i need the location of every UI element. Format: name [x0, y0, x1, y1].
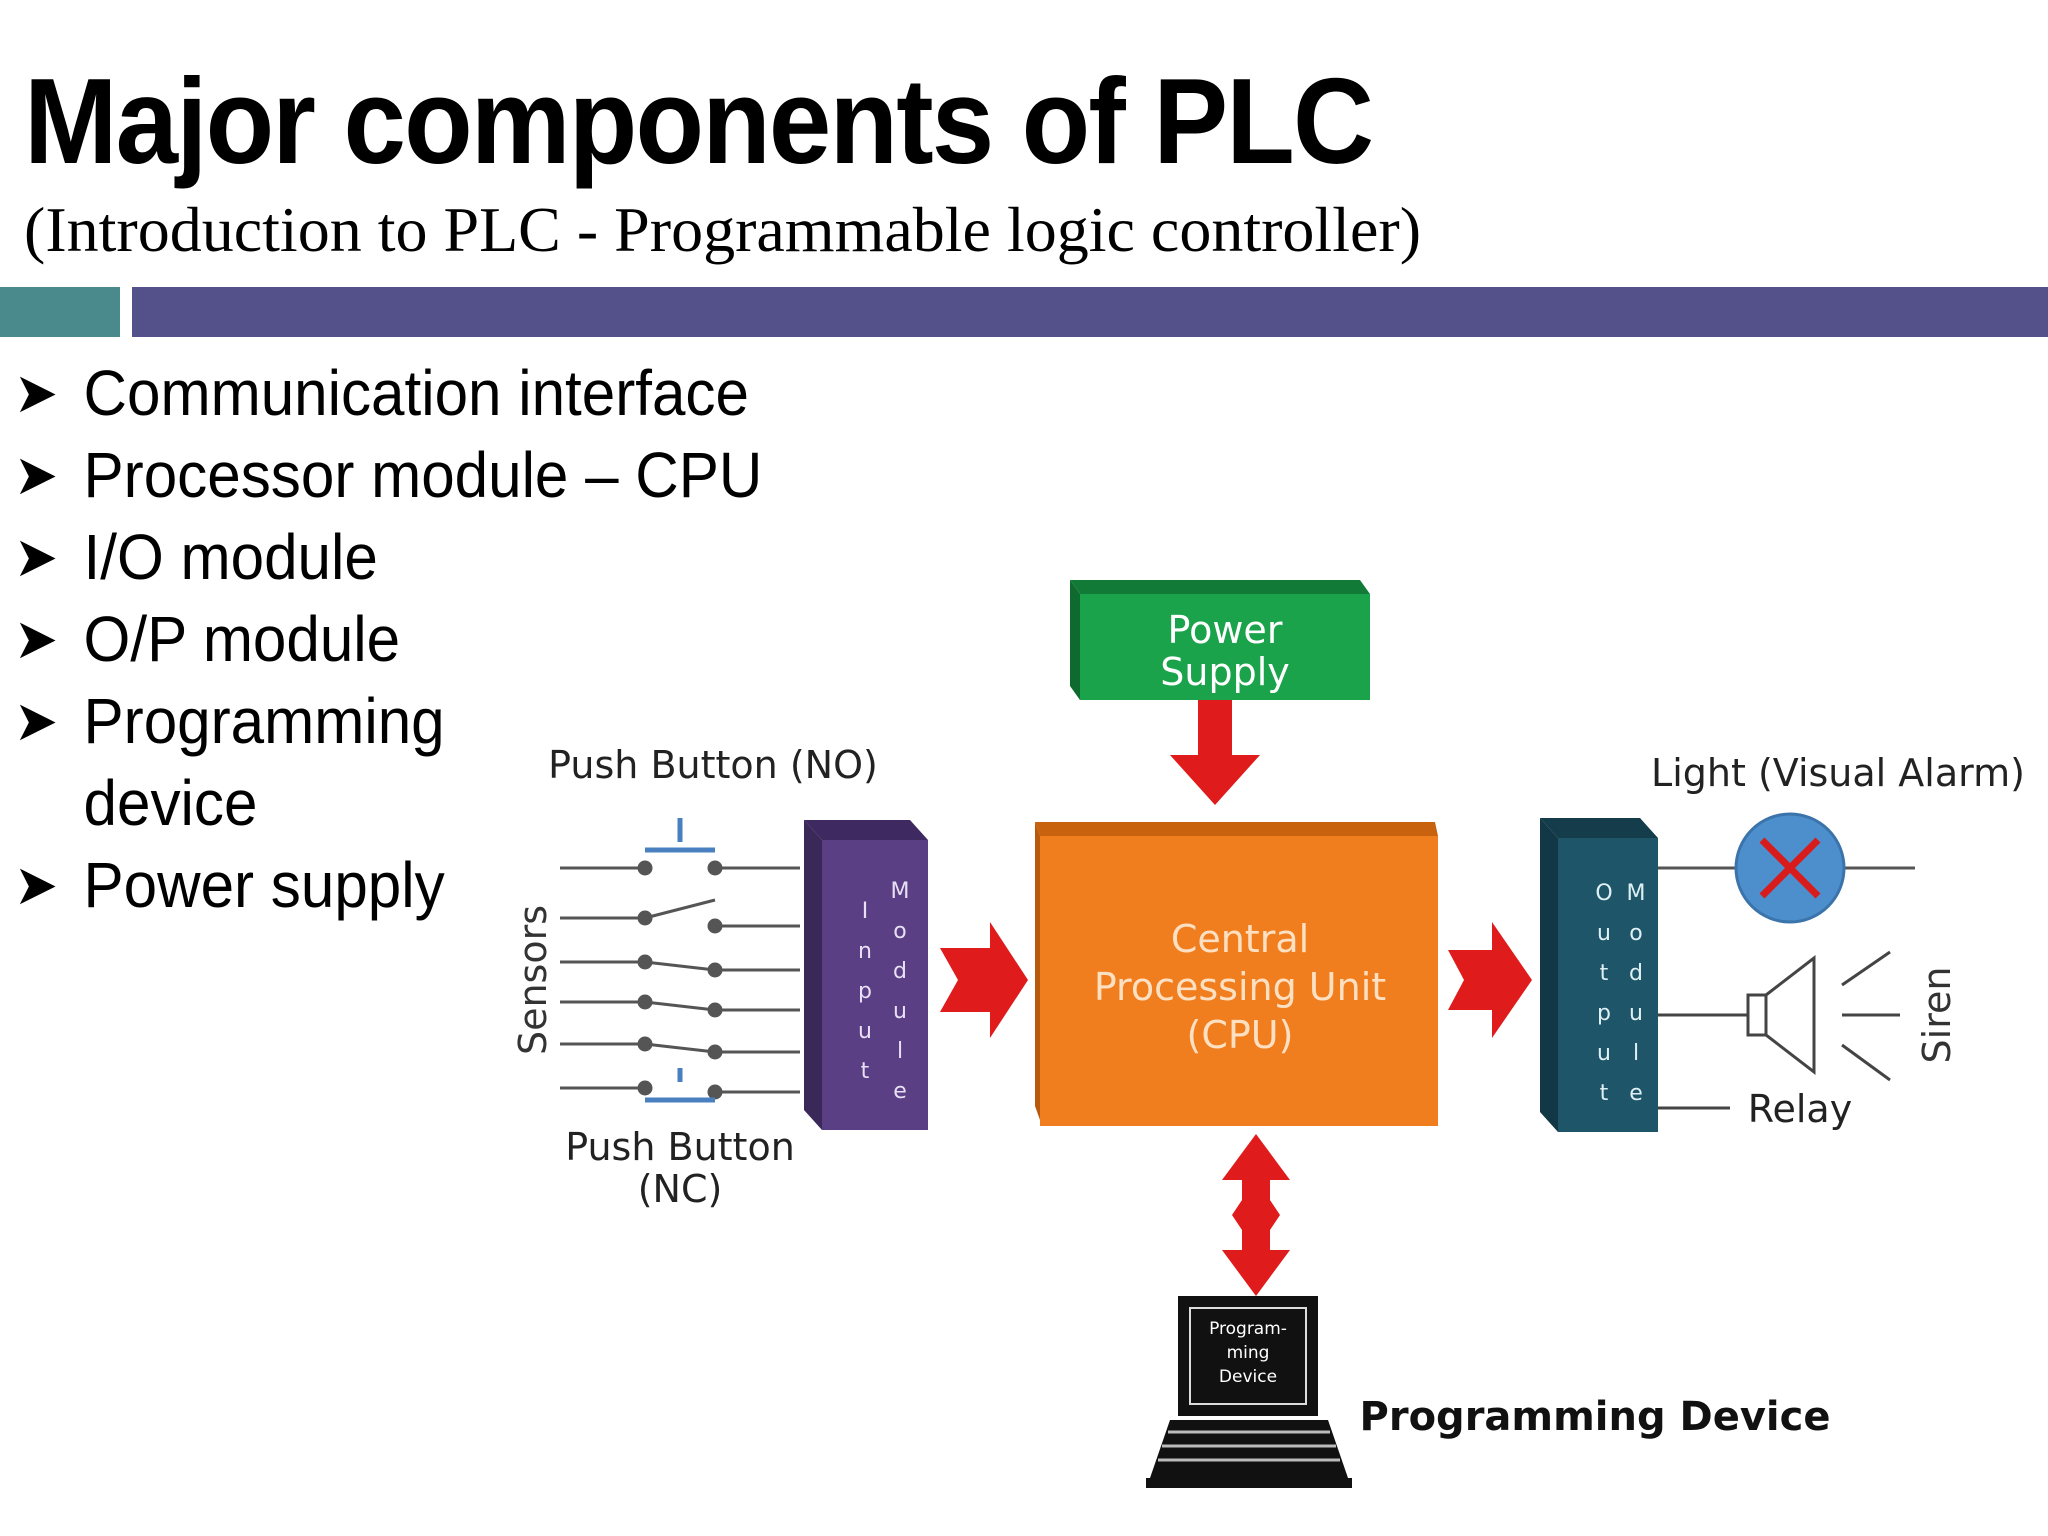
output-module-letter: u	[1597, 921, 1611, 946]
arrow-bullet-icon: ➤	[14, 361, 59, 424]
plc-diagram: Power Supply Central Processing Unit (CP…	[511, 580, 2025, 1488]
list-item-label: Programming device	[83, 685, 445, 839]
list-item: ➤ Programming device	[14, 680, 478, 844]
light-icon	[1658, 812, 1915, 924]
list-item: ➤ Power supply	[14, 844, 762, 926]
slide-subtitle: (Introduction to PLC - Programmable logi…	[24, 194, 1421, 265]
input-module-letter: t	[861, 1059, 870, 1084]
cpu-label: (CPU)	[1187, 1013, 1294, 1057]
output-module-letter: t	[1600, 961, 1609, 986]
list-item: ➤ I/O module	[14, 516, 762, 598]
output-module-letter: l	[1633, 1041, 1639, 1066]
input-module-letter: o	[893, 919, 906, 944]
list-item-label: Processor module – CPU	[83, 439, 763, 511]
output-module-letter: u	[1597, 1041, 1611, 1066]
accent-bar-right	[132, 287, 2048, 337]
push-button-nc-label: Push Button	[565, 1125, 795, 1169]
component-list: ➤ Communication interface ➤ Processor modu…	[14, 352, 810, 926]
push-button-nc-icon	[645, 1068, 715, 1103]
output-module-letter: u	[1629, 1001, 1643, 1026]
input-module-letter: p	[858, 979, 872, 1004]
accent-bar-left	[0, 287, 120, 337]
power-supply-label: Supply	[1160, 650, 1290, 694]
arrow-bullet-icon: ➤	[14, 443, 59, 506]
cpu-label: Central	[1171, 917, 1309, 961]
list-item-label: Communication interface	[83, 357, 749, 429]
list-item: ➤ O/P module	[14, 598, 762, 680]
cpu-label: Processing Unit	[1094, 965, 1386, 1009]
arrow-bullet-icon: ➤	[14, 607, 59, 670]
output-module-letter: o	[1629, 921, 1642, 946]
input-module-letter: u	[893, 999, 907, 1024]
input-module-letter: I	[862, 899, 869, 924]
list-item: ➤ Communication interface	[14, 352, 762, 434]
input-module-letter: M	[891, 879, 910, 904]
list-item-label: O/P module	[83, 603, 401, 675]
input-module-letter: n	[858, 939, 872, 964]
arrow-bullet-icon: ➤	[14, 525, 59, 588]
arrow-icon	[940, 922, 1028, 1038]
push-button-no-icon	[645, 818, 715, 853]
arrow-bullet-icon: ➤	[14, 689, 59, 752]
cpu-block: Central Processing Unit (CPU)	[1035, 822, 1438, 1126]
output-module-letter: O	[1595, 881, 1612, 906]
screen-label: Program-	[1209, 1319, 1287, 1339]
input-module: I n p u t M o d u l e	[804, 820, 928, 1130]
power-supply-block: Power Supply	[1070, 580, 1370, 700]
list-item-label: Power supply	[83, 849, 445, 921]
screen-label: ming	[1227, 1343, 1270, 1363]
screen-label: Device	[1219, 1367, 1277, 1387]
double-arrow-icon	[1222, 1134, 1290, 1296]
list-item-label: I/O module	[83, 521, 378, 593]
output-module-letter: e	[1629, 1081, 1643, 1106]
laptop-icon: Program- ming Device	[1146, 1296, 1352, 1488]
relay-label: Relay	[1748, 1087, 1852, 1131]
slide-title: Major components of PLC	[24, 53, 1374, 189]
push-button-nc-label: (NC)	[638, 1167, 723, 1211]
sensor-switches	[560, 860, 800, 1100]
arrow-icon	[1170, 700, 1260, 805]
input-module-letter: d	[893, 959, 907, 984]
programming-device-label: Programming Device	[1360, 1394, 1831, 1440]
input-module-letter: l	[897, 1039, 903, 1064]
siren-icon	[1658, 950, 1900, 1082]
push-button-no-label: Push Button (NO)	[548, 743, 878, 787]
siren-label: Siren	[1915, 967, 1959, 1064]
light-label: Light (Visual Alarm)	[1651, 751, 2025, 795]
output-module-letter: d	[1629, 961, 1643, 986]
list-item: ➤ Processor module – CPU	[14, 434, 762, 516]
output-module: O u t p u t M o d u l e	[1540, 818, 1658, 1132]
input-module-letter: u	[858, 1019, 872, 1044]
output-module-letter: t	[1600, 1081, 1609, 1106]
power-supply-label: Power	[1168, 608, 1283, 652]
arrow-icon	[1448, 922, 1532, 1038]
input-module-letter: e	[893, 1079, 907, 1104]
sensors-label: Sensors	[511, 905, 555, 1055]
output-module-letter: M	[1627, 881, 1646, 906]
arrow-bullet-icon: ➤	[14, 853, 59, 916]
output-module-letter: p	[1597, 1001, 1611, 1026]
